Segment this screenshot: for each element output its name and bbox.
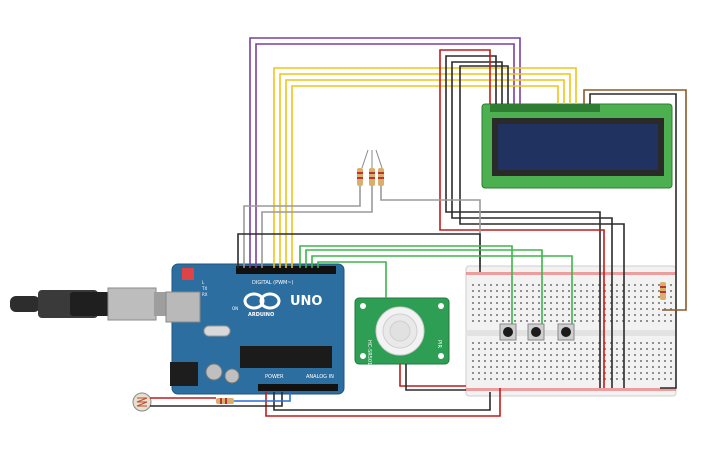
arduino-uno-board: UNO ARDUINO DIGITAL (PWM~) POWER ANALOG … [165,263,345,395]
arduino-logo [243,292,281,310]
pir-sensor: HC-SR501 PIR [354,297,450,365]
resistor-r2 [369,168,375,186]
resistor-breadboard [660,282,666,300]
pir-label-left: HC-SR501 [366,340,372,365]
push-button-2 [527,323,545,341]
digital-header-label: DIGITAL (PWM~) [252,280,294,286]
push-button-1 [499,323,517,341]
rx-label: RX [202,292,208,297]
resistor-r1 [357,168,363,186]
tx-label: TX [201,286,207,291]
photoresistor [132,392,152,412]
wires [150,37,687,417]
push-button-3 [557,323,575,341]
breadboard-holes [472,284,672,380]
rgb-led [361,149,383,169]
resistor-r3 [378,168,384,186]
power-header-label: POWER [265,374,284,380]
arduino-model-label: UNO [290,294,323,309]
lcd-16x2-module [481,103,673,189]
l-label: L [202,280,205,285]
resistor-ldr [216,398,234,404]
analog-header-label: ANALOG IN [306,374,334,380]
pir-label-right: PIR [436,340,442,348]
arduino-brand-label: ARDUINO [248,312,274,318]
on-label: ON [232,306,238,311]
usb-cable [10,287,176,321]
